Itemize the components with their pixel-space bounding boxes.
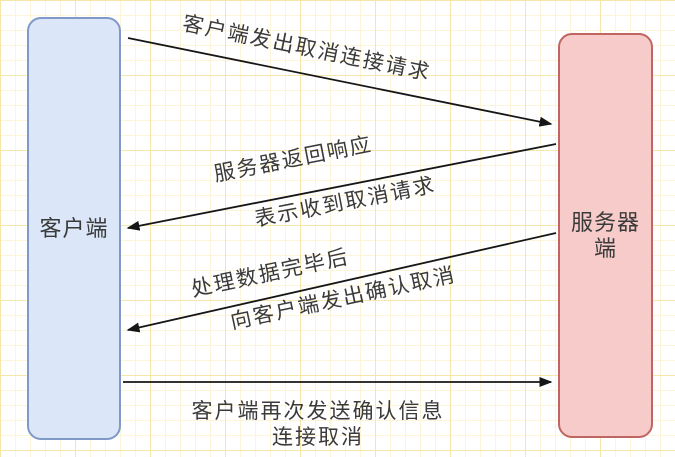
server-box: 服务器端 bbox=[558, 33, 653, 438]
message-4-label-line2: 连接取消 bbox=[272, 426, 364, 449]
message-4-label-line1: 客户端再次发送确认信息 bbox=[191, 400, 445, 423]
arrow-server-confirm-cancel bbox=[126, 232, 557, 333]
server-label: 服务器端 bbox=[570, 209, 640, 261]
arrow-client-cancel-request bbox=[127, 37, 553, 127]
client-label: 客户端 bbox=[39, 215, 109, 241]
message-4-label: 客户端再次发送确认信息 连接取消 bbox=[192, 399, 445, 451]
client-box: 客户端 bbox=[27, 17, 121, 440]
arrow-server-ack-response bbox=[126, 143, 557, 231]
